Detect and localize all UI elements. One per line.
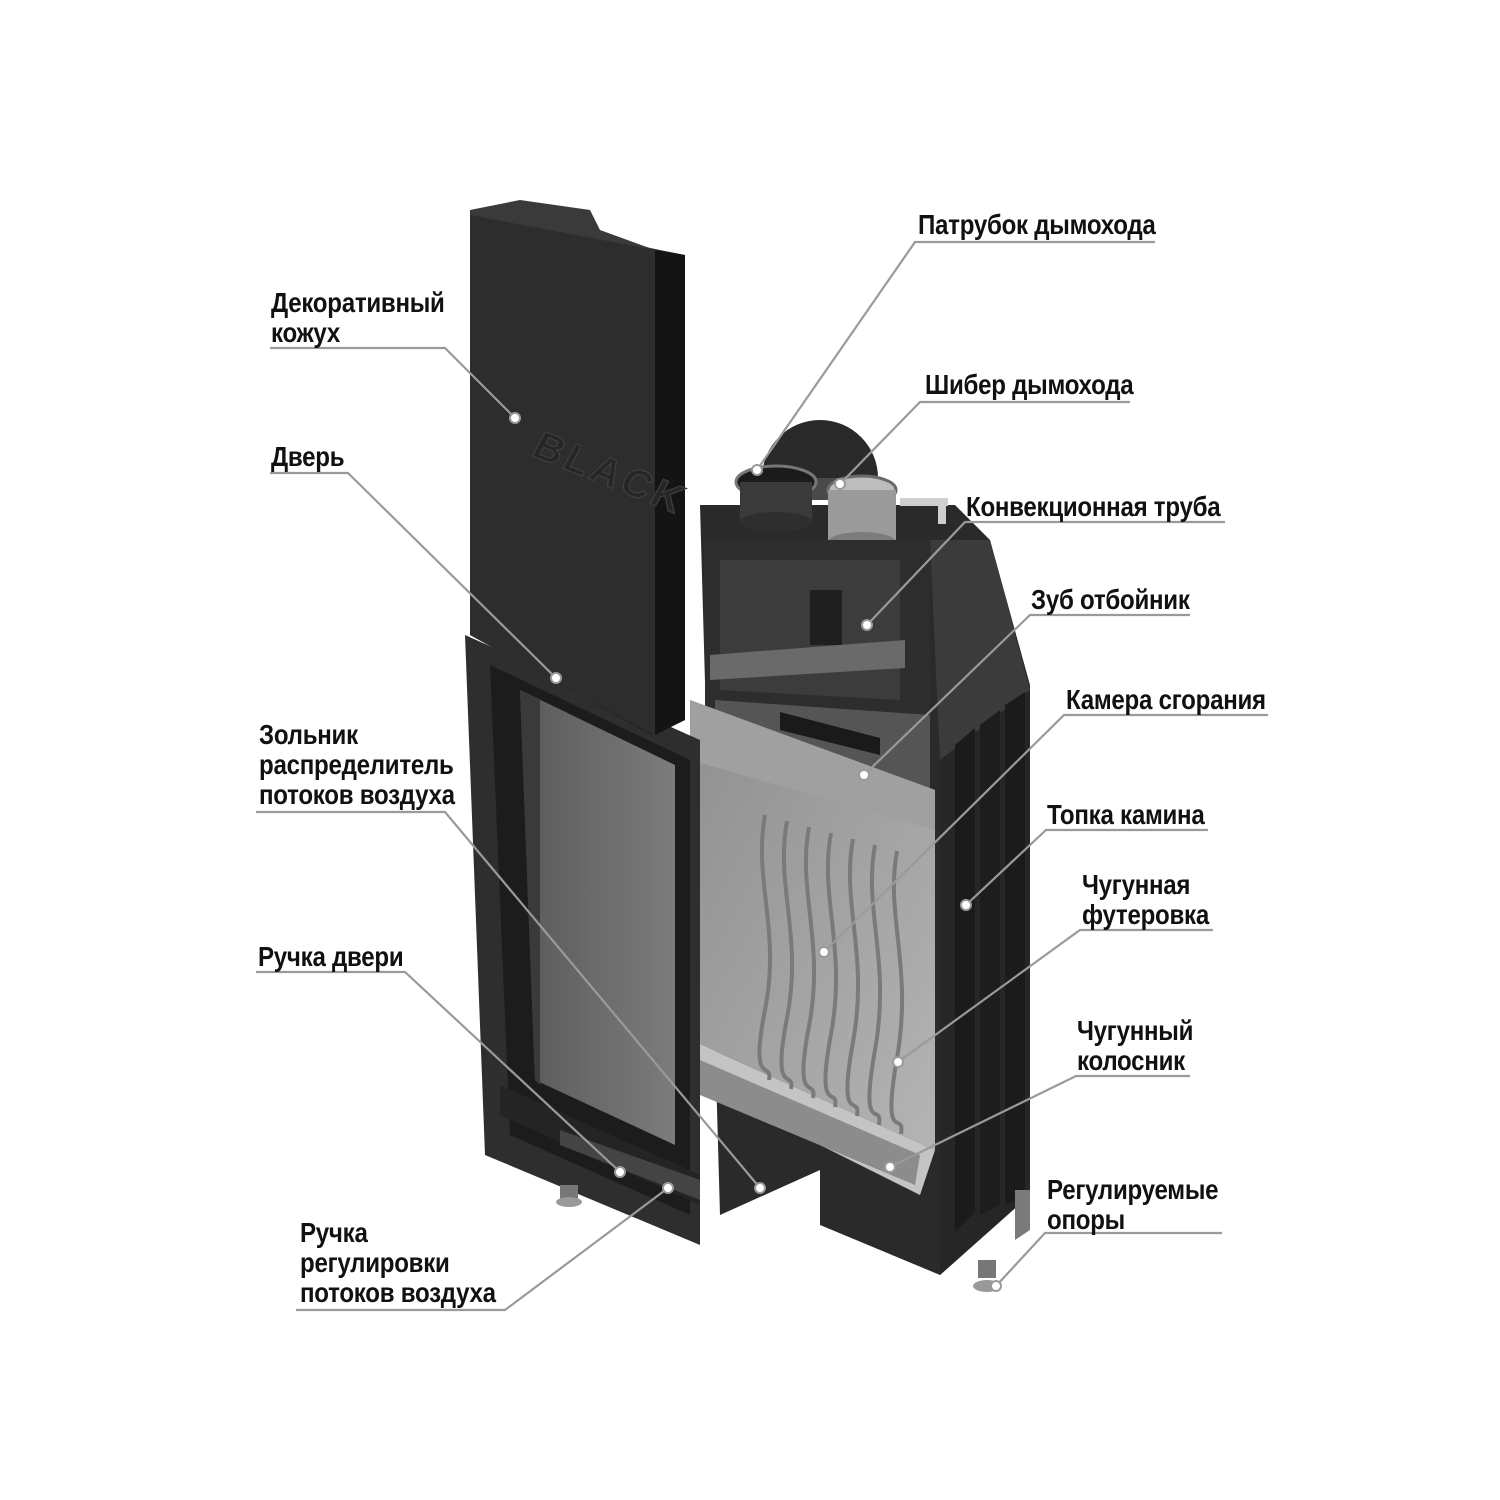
leader-flue-spigot-dot <box>751 464 763 476</box>
leader-combustion-chamber-dot <box>818 946 830 958</box>
lining-rib <box>845 838 861 1117</box>
leader-flue-damper-dot <box>834 478 846 490</box>
leader-air-control-handle-dot <box>662 1182 674 1194</box>
leader-air-control-handle <box>296 1187 669 1312</box>
leader-lines <box>256 240 1268 1312</box>
lining-rib <box>801 826 817 1099</box>
leader-flue-damper <box>839 400 1130 485</box>
decorative-casing: BLACK <box>470 200 695 735</box>
leader-cast-iron-grate-dot <box>884 1161 896 1173</box>
leader-door-handle-dot <box>614 1166 626 1178</box>
leader-adjustable-feet <box>995 1231 1222 1287</box>
leader-decorative-casing-dot <box>509 412 521 424</box>
leader-firebox <box>965 828 1208 906</box>
lining-rib <box>823 832 839 1108</box>
label-convection-pipe: Конвекционная труба <box>966 491 1221 522</box>
leader-door <box>270 471 557 679</box>
leader-baffle-tooth <box>863 613 1190 776</box>
leader-combustion-chamber <box>823 713 1268 953</box>
leader-door-handle <box>256 970 621 1173</box>
leader-door-dot <box>550 672 562 684</box>
label-flue-damper: Шибер дымохода <box>925 369 1134 400</box>
leader-ash-pan-dot <box>754 1182 766 1194</box>
leader-adjustable-feet-dot <box>990 1280 1002 1292</box>
leader-cast-iron-lining <box>897 928 1213 1063</box>
leader-decorative-casing <box>270 346 516 419</box>
lining-rib <box>757 814 773 1081</box>
leader-baffle-tooth-dot <box>858 769 870 781</box>
label-baffle-tooth: Зуб отбойник <box>1031 584 1190 615</box>
leader-cast-iron-grate <box>889 1074 1190 1168</box>
leader-ash-pan <box>256 810 761 1189</box>
leader-convection-pipe <box>866 520 1225 626</box>
leader-firebox-dot <box>960 899 972 911</box>
lining-rib <box>779 820 795 1090</box>
leader-convection-pipe-dot <box>861 619 873 631</box>
fireplace-door <box>465 635 700 1245</box>
leader-cast-iron-lining-dot <box>892 1056 904 1068</box>
convection-fins <box>955 692 1030 1240</box>
cast-iron-lining-ribs <box>757 814 905 1135</box>
leader-flue-spigot <box>756 240 1155 471</box>
label-combustion-chamber: Камера сгорания <box>1066 684 1266 715</box>
label-firebox: Топка камина <box>1047 799 1205 830</box>
label-flue-spigot: Патрубок дымохода <box>918 209 1156 240</box>
lining-rib <box>867 844 883 1126</box>
label-door: Дверь <box>271 441 345 472</box>
label-door-handle: Ручка двери <box>258 941 404 972</box>
